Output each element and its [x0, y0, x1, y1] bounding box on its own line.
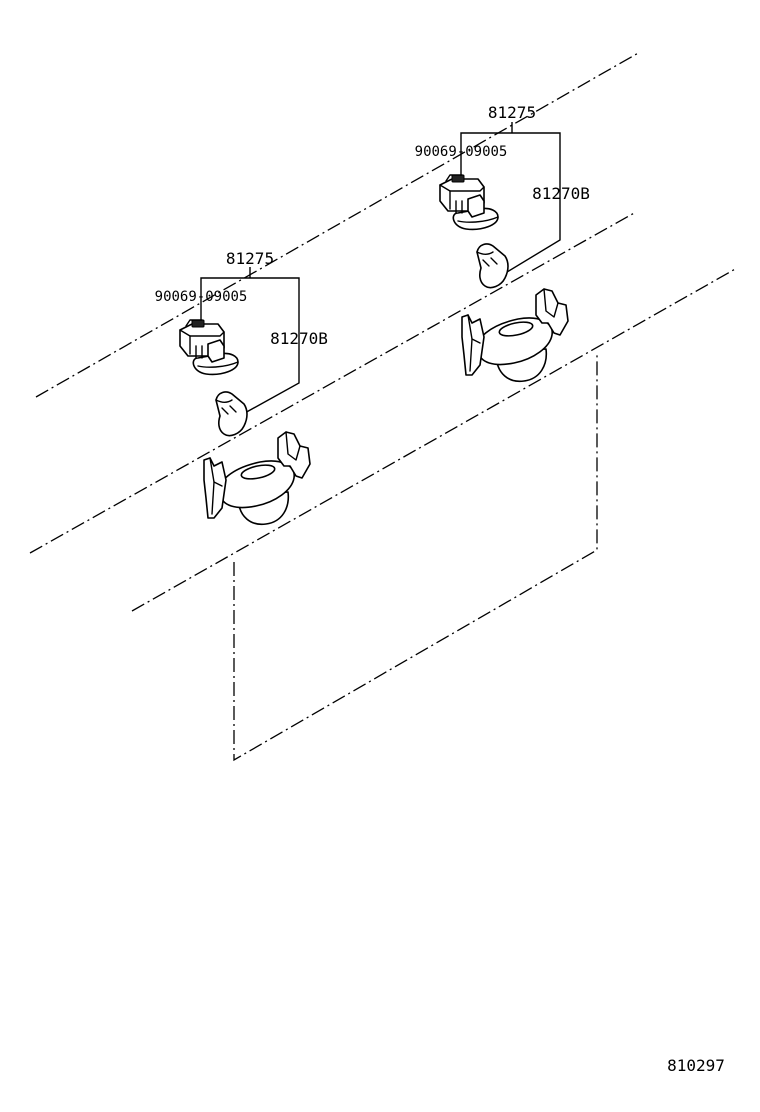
socket-right-icon: [439, 174, 499, 231]
callout-left-socket: 90069-09005: [155, 289, 248, 305]
contour-line-lower: [131, 267, 738, 612]
figure-code: 810297: [667, 1056, 725, 1075]
callout-right-assembly: 81275: [488, 103, 536, 122]
lamp-housing-left-icon: [203, 431, 311, 526]
bulb-right-icon: [476, 243, 509, 289]
body-contour-lines: [29, 51, 738, 762]
callout-right-bulb: 81270B: [532, 184, 590, 203]
lamp-housing-right-icon: [461, 288, 569, 383]
callout-labels: 81275 90069-09005 81270B 81275 90069-090…: [155, 103, 725, 1075]
callout-right-socket: 90069-09005: [415, 144, 508, 160]
callout-left-assembly: 81275: [226, 249, 274, 268]
contour-line-top: [35, 51, 641, 398]
socket-left-icon: [179, 319, 239, 376]
callout-left-bulb: 81270B: [270, 329, 328, 348]
contour-line-middle: [29, 211, 637, 554]
bracket-right-assembly: [460, 132, 561, 273]
contour-line-panel: [233, 354, 598, 762]
bulb-left-icon: [215, 391, 248, 437]
bracket-left-assembly: [200, 277, 300, 415]
leader-lines: [200, 122, 561, 415]
